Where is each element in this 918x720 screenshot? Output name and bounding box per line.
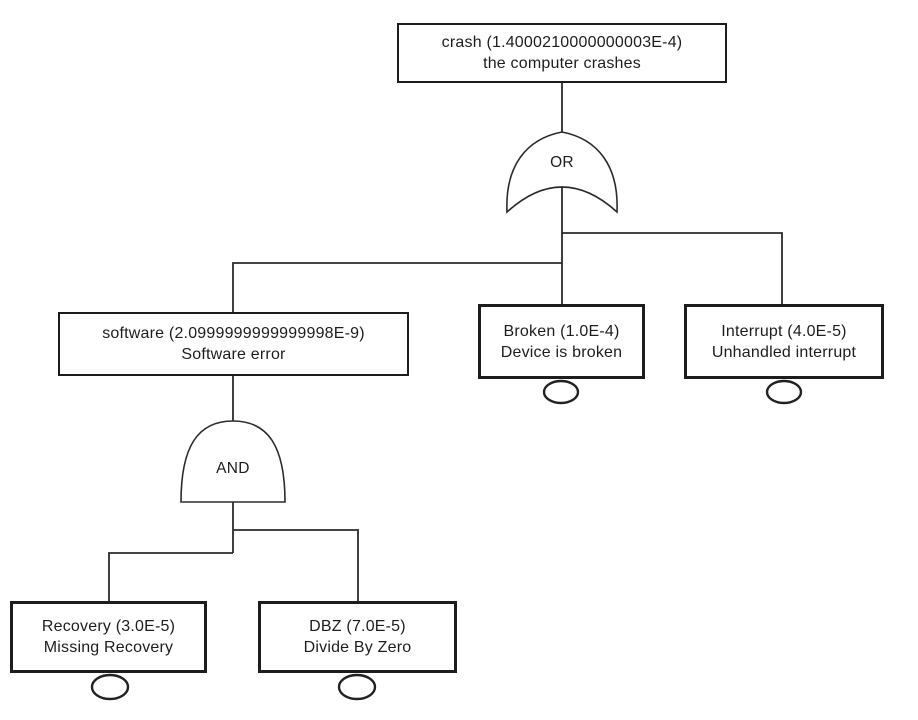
event-box-interrupt: Interrupt (4.0E-5) Unhandled interrupt	[684, 304, 884, 379]
connector-or-gate-to-software	[232, 262, 562, 312]
connector-and-gate-to-dbz	[233, 529, 359, 601]
event-description: Divide By Zero	[303, 639, 412, 656]
event-box-recovery: Recovery (3.0E-5) Missing Recovery	[10, 601, 207, 673]
event-name-and-probability: Interrupt (4.0E-5)	[721, 322, 847, 340]
event-name-and-probability: software (2.0999999999999998E-9)	[102, 325, 365, 342]
basic-event-symbol-interrupt	[765, 379, 803, 405]
event-description: Device is broken	[500, 343, 623, 361]
or-gate-shape	[506, 131, 618, 214]
event-description: Missing Recovery	[43, 639, 174, 656]
event-name-and-probability: crash (1.4000210000000003E-4)	[441, 34, 683, 51]
event-name-and-probability: Broken (1.0E-4)	[503, 322, 620, 340]
event-description: the computer crashes	[483, 55, 641, 72]
and-gate-label: AND	[216, 460, 250, 477]
event-box-software: software (2.0999999999999998E-9) Software…	[58, 312, 409, 376]
connector-or-gate-to-interrupt	[562, 232, 783, 304]
basic-event-symbol-broken	[542, 379, 580, 405]
event-name-and-probability: Recovery (3.0E-5)	[41, 618, 176, 635]
basic-event-symbol-recovery	[90, 673, 130, 701]
and-gate-shape	[180, 420, 286, 503]
basic-event-symbol-dbz	[337, 673, 377, 701]
event-box-dbz: DBZ (7.0E-5) Divide By Zero	[258, 601, 457, 673]
event-description: Software error	[181, 346, 286, 363]
connector-and-gate-to-recovery	[108, 552, 233, 601]
event-name-and-probability: DBZ (7.0E-5)	[309, 618, 406, 635]
event-box-broken: Broken (1.0E-4) Device is broken	[478, 304, 645, 379]
event-box-crash: crash (1.4000210000000003E-4) the compute…	[397, 23, 727, 83]
or-gate-label: OR	[550, 154, 574, 171]
event-description: Unhandled interrupt	[711, 343, 857, 361]
